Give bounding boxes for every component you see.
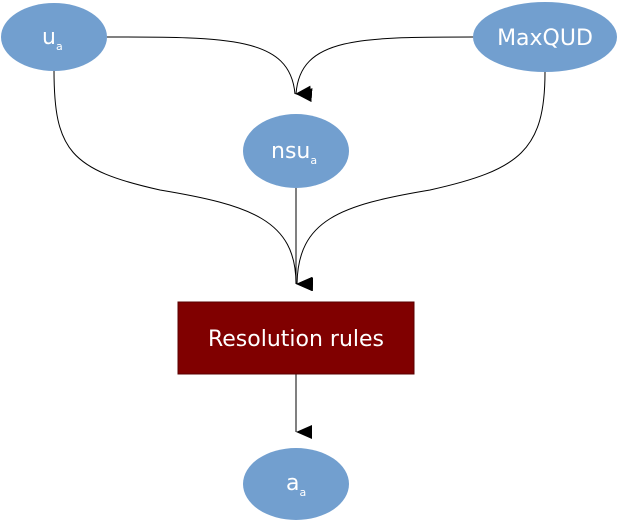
edge-ua-to-rules bbox=[53, 69, 313, 291]
node-ua-base: u bbox=[42, 25, 56, 50]
node-resolution-rules: Resolution rules bbox=[177, 301, 415, 375]
node-aa-subscript: a bbox=[299, 486, 306, 499]
node-nsua-subscript: a bbox=[310, 154, 317, 167]
node-resolution-rules-label: Resolution rules bbox=[208, 327, 384, 352]
node-aa-label: aa bbox=[286, 471, 306, 499]
node-nsua-label: nsua bbox=[271, 139, 317, 167]
node-nsua: nsua bbox=[243, 114, 349, 188]
node-maxqud-shape bbox=[473, 2, 617, 72]
node-ua-shape bbox=[1, 3, 107, 71]
node-maxqud: MaxQUD bbox=[473, 2, 617, 72]
node-ua: ua bbox=[1, 3, 107, 71]
edge-maxqud-to-nsua bbox=[295, 36, 475, 103]
edge-ua-to-nsua bbox=[105, 36, 312, 100]
node-nsua-base: nsu bbox=[271, 139, 310, 164]
node-aa: aa bbox=[243, 448, 349, 520]
node-aa-shape bbox=[243, 448, 349, 520]
node-ua-subscript: a bbox=[56, 40, 63, 53]
node-aa-base: a bbox=[286, 471, 299, 496]
node-maxqud-label: MaxQUD bbox=[497, 26, 593, 51]
node-resolution-rules-shape bbox=[177, 301, 415, 375]
node-nsua-shape bbox=[243, 114, 349, 188]
edge-maxqud-to-rules bbox=[296, 71, 546, 292]
node-ua-label: ua bbox=[42, 25, 63, 53]
